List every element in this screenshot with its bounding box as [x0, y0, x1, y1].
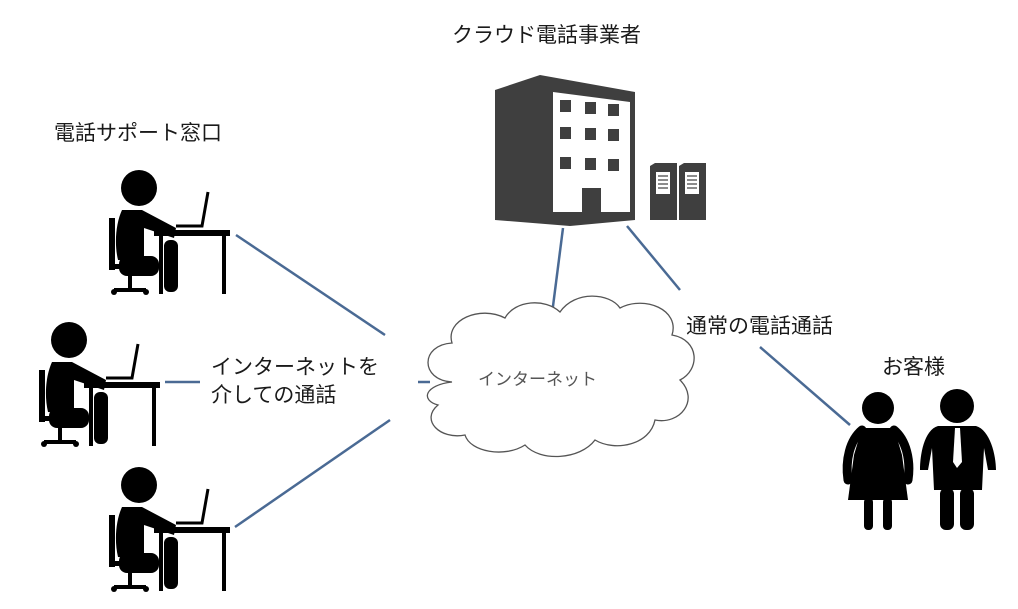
support-desk-label: 電話サポート窓口: [54, 121, 222, 145]
operator-2: [37, 320, 162, 449]
office-building-icon: [495, 75, 635, 226]
operator-3: [107, 465, 232, 594]
provider-label: クラウド電話事業者: [452, 23, 641, 47]
desk-worker-laptop-icon: [107, 168, 232, 297]
normal-call-label: 通常の電話通話: [686, 314, 833, 338]
desk-worker-laptop-icon: [37, 320, 162, 449]
connector-provider-normal: [626, 225, 681, 291]
internet-call-label-line2: 介しての通話: [211, 383, 337, 407]
woman-icon: [842, 392, 914, 530]
businessman-icon: [920, 389, 996, 530]
desk-worker-laptop-icon: [107, 465, 232, 594]
cloud-icon: [426, 295, 695, 458]
internet-call-label-line1: インターネットを: [211, 355, 379, 379]
connector-operator3-internet: [234, 418, 391, 529]
cloud-label: インターネット: [478, 370, 597, 390]
connector-provider-cloud: [550, 227, 565, 315]
customers-label: お客様: [882, 355, 945, 379]
server-rack-icon: [650, 163, 706, 220]
operator-1: [107, 168, 232, 297]
connectors: [165, 225, 851, 529]
connector-normal-customer: [759, 346, 851, 426]
connector-operator1-internet: [235, 233, 386, 337]
